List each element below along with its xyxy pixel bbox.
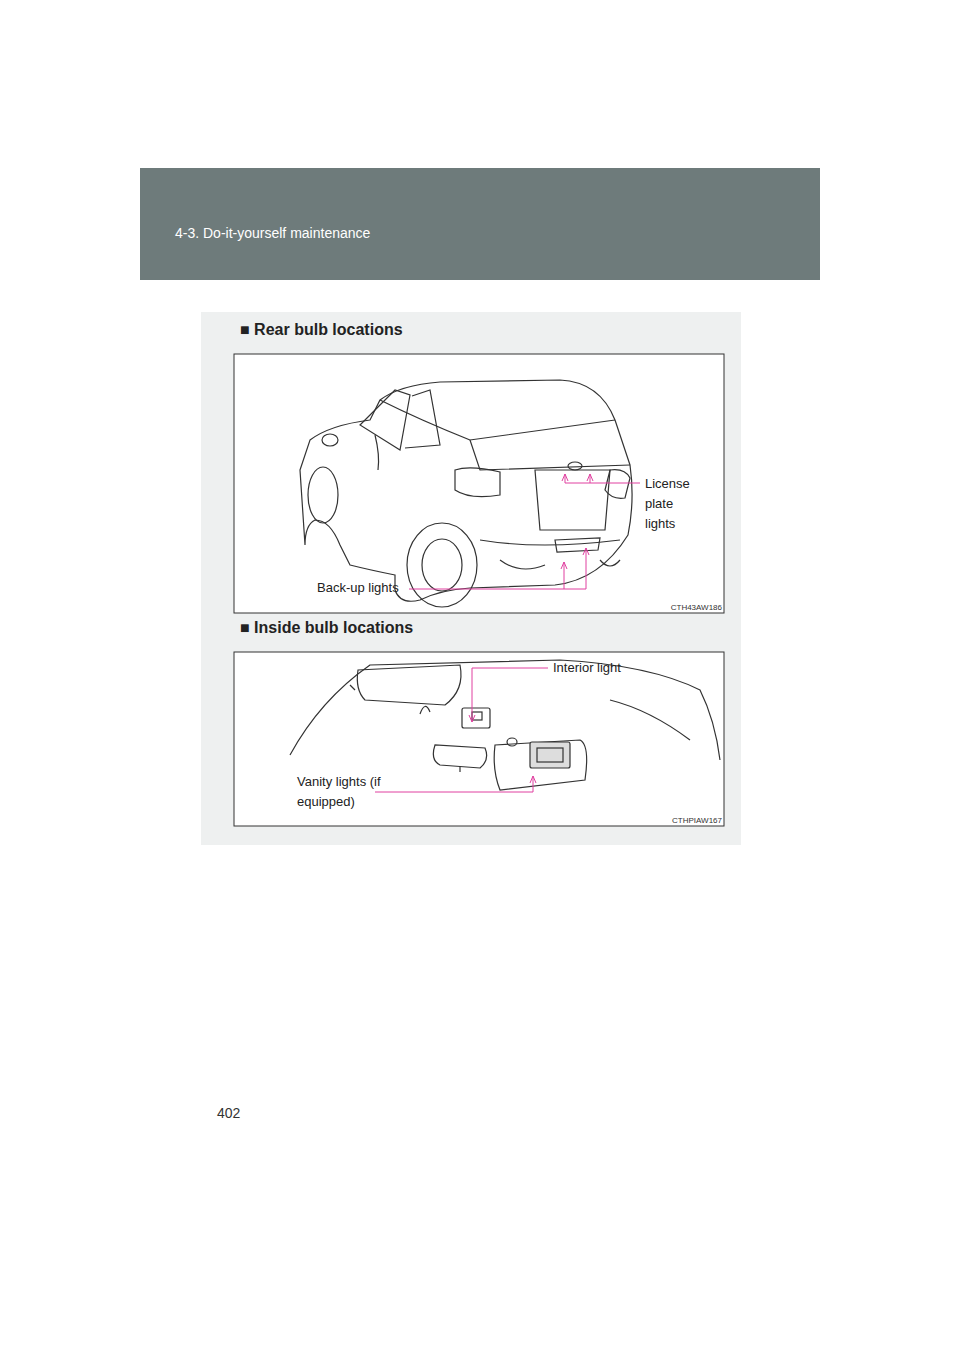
interior-illustration	[290, 660, 720, 790]
car-illustration	[300, 380, 632, 607]
page-number: 402	[217, 1103, 240, 1123]
section-heading: ■ Inside bulb locations	[240, 618, 413, 638]
part-label: Back-up lights	[317, 578, 399, 598]
figure-code: CTHPIAW167	[672, 815, 722, 827]
leader-lines	[375, 474, 640, 792]
figure-code: CTH43AW186	[671, 602, 722, 614]
section-panel	[201, 312, 741, 845]
header-band	[140, 168, 820, 280]
section-heading: ■ Rear bulb locations	[240, 320, 403, 340]
part-label: License plate lights	[645, 474, 707, 534]
part-label: Interior light	[553, 658, 621, 678]
figure-frame	[234, 354, 724, 613]
running-header: 4-3. Do-it-yourself maintenance	[175, 223, 370, 243]
figure-frame	[234, 652, 724, 826]
part-label: Vanity lights (if equipped)	[297, 772, 392, 812]
